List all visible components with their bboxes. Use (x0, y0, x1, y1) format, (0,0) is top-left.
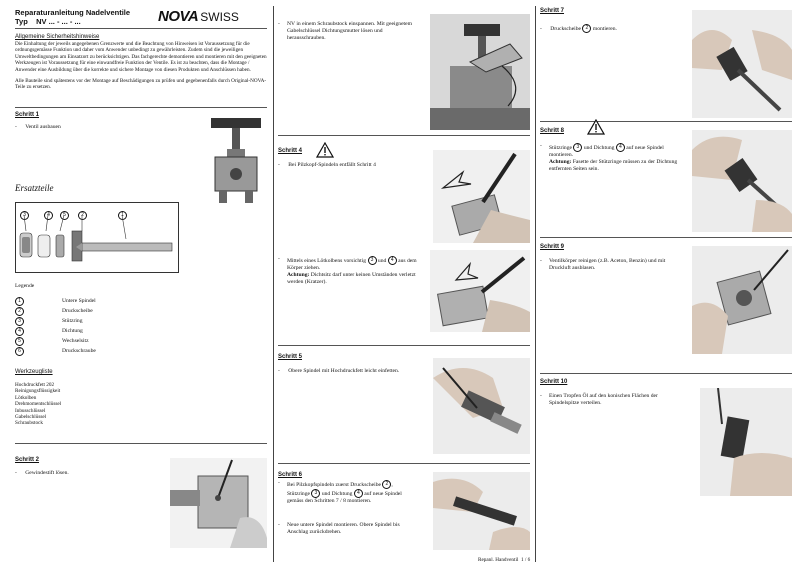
legend-heading: Legende (15, 283, 35, 289)
step9-heading: Schritt 9 (540, 244, 565, 250)
document-subtitle: Typ NV ... - ... - ... (15, 17, 81, 26)
section-divider (540, 373, 792, 374)
step3-text: -NV in einem Schraubstock einspannen. Mi… (278, 21, 412, 41)
tool-item: Schraubstock (15, 420, 43, 427)
step8-text: -Stützringe 3 und Dichtung 4 auf neue Sp… (540, 143, 678, 172)
step2-heading: Schritt 2 (15, 457, 40, 463)
part-label-5: 5 (60, 206, 69, 224)
warning-icon (315, 141, 335, 163)
step1-heading: Schritt 1 (15, 112, 40, 118)
warning-icon (586, 118, 606, 140)
tool-item: Inbusschlüssel (15, 407, 46, 414)
step5-heading: Schritt 5 (278, 354, 303, 360)
safety-paragraph-2: Alle Bauteile sind spätestens vor der Mo… (15, 78, 267, 91)
step4-text-2: -Mittels eines Lötkolbens vorsichtig 3 u… (278, 256, 417, 285)
step10-photo (700, 388, 792, 496)
section-divider (278, 463, 530, 464)
step1-text: - Ventil ausbauen (15, 124, 61, 130)
tool-item: Drehmomentschlüssel (15, 401, 62, 408)
tool-list: Hochdruckfett 202 Reinigungsflüssigkeit … (15, 382, 61, 427)
valve-illustration (205, 115, 265, 210)
step8-photo (692, 130, 792, 232)
header-divider (15, 28, 267, 29)
section-divider (15, 443, 267, 444)
step10-heading: Schritt 10 (540, 379, 568, 385)
tool-item: Reinigungsflüssigkeit (15, 388, 61, 395)
step6-photo (433, 472, 530, 550)
step6-text-2: -Neue untere Spindel montieren. Obere Sp… (278, 522, 400, 535)
step7-heading: Schritt 7 (540, 8, 565, 14)
step5-text: - Obere Spindel mit Hochdruckfett leicht… (278, 368, 400, 374)
step8-heading: Schritt 8 (540, 128, 565, 134)
step6-text-1: -Bei Pilzkopfspindeln zuerst Druckscheib… (278, 480, 402, 504)
step4-heading: Schritt 4 (278, 148, 303, 154)
section-divider (15, 107, 267, 108)
step4-text-1: - Bei Pilzkopf-Spindeln entfällt Schritt… (278, 162, 376, 168)
footer-document: Repanl. Handventil (478, 557, 519, 563)
safety-paragraph-1: Die Einhaltung der jeweils angegebenen G… (15, 41, 267, 73)
tool-item: Hochdruckfett 202 (15, 382, 55, 388)
step6-heading: Schritt 6 (278, 472, 303, 478)
column-divider (535, 6, 536, 562)
column-divider (273, 6, 274, 562)
werkzeugliste-heading: Werkzeugliste (15, 369, 53, 375)
page-number: 1 / 6 (521, 557, 531, 563)
step3-photo (430, 14, 530, 130)
section-divider (278, 135, 530, 136)
safety-heading: Allgemeine Sicherheitshinweise (15, 34, 100, 40)
spare-parts-diagram: 3 4 5 2 1 (15, 202, 179, 273)
step5-photo (433, 358, 530, 454)
step9-photo (692, 246, 792, 354)
section-divider (278, 345, 530, 346)
step2-photo (170, 458, 267, 548)
step4-photo-1 (433, 150, 530, 243)
part-label-4: 4 (44, 206, 53, 224)
step4-photo-2 (430, 250, 530, 332)
step7-photo (692, 10, 792, 118)
section-divider (540, 237, 792, 238)
ersatzteile-heading: Ersatzteile (15, 183, 54, 193)
document-title: Reparaturanleitung Nadelventile (15, 8, 131, 17)
step7-text: - Druckscheibe 2 montieren. (540, 24, 617, 33)
step2-text: - Gewindestift lösen. (15, 470, 69, 476)
safety-section: Allgemeine Sicherheitshinweise Die Einha… (15, 34, 267, 91)
tool-item: Lötkolben (15, 394, 37, 401)
part-label-2: 2 (78, 206, 87, 224)
step10-text: -Einen Tropfen Öl auf den konischen Fläc… (540, 393, 658, 406)
section-divider (540, 121, 792, 122)
step9-text: -Ventilkörper reinigen (z.B. Aceton, Ben… (540, 258, 666, 271)
tool-item: Gabelschlüssel (15, 414, 47, 421)
